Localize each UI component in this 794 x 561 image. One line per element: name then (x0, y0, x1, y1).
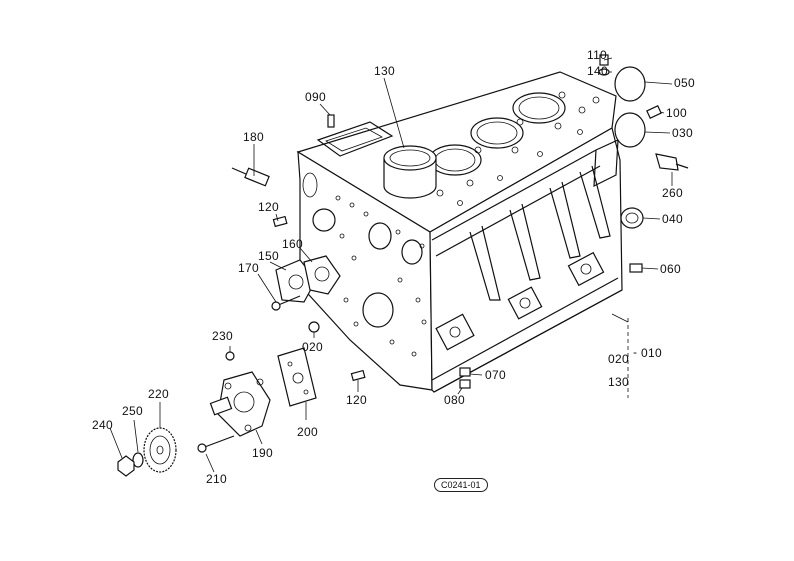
part-label-130-right: 130 (608, 375, 629, 389)
part-label-030: 030 (672, 126, 693, 140)
part-label-160: 160 (282, 237, 303, 251)
part-label-260: 260 (662, 186, 683, 200)
plug-030 (614, 112, 646, 148)
part-label-120-left: 120 (258, 200, 279, 214)
part-label-250: 250 (122, 404, 143, 418)
seal-040 (620, 207, 644, 229)
sensor-260 (655, 153, 689, 171)
part-label-240: 240 (92, 418, 113, 432)
cylinder-block (296, 71, 629, 398)
part-label-090: 090 (305, 90, 326, 104)
part-label-190: 190 (252, 446, 273, 460)
part-label-dash: - (633, 345, 638, 359)
part-label-180: 180 (243, 130, 264, 144)
stud-180 (231, 167, 270, 187)
part-label-200: 200 (297, 425, 318, 439)
part-label-120-bottom: 120 (346, 393, 367, 407)
part-label-100: 100 (666, 106, 687, 120)
gear-220 (143, 427, 177, 473)
leader-lines (109, 57, 673, 473)
part-label-080: 080 (444, 393, 465, 407)
gasket-200 (277, 347, 317, 407)
part-label-130-top: 130 (374, 64, 395, 78)
part-label-150: 150 (258, 249, 279, 263)
part-label-210: 210 (206, 472, 227, 486)
part-label-230: 230 (212, 329, 233, 343)
part-label-020-mid: 020 (302, 340, 323, 354)
part-label-050: 050 (674, 76, 695, 90)
oil-pump-190 (209, 371, 271, 437)
part-label-020-right: 020 (608, 352, 629, 366)
part-label-140: 140 (587, 64, 608, 78)
part-label-010: 010 (641, 346, 662, 360)
part-label-220: 220 (148, 387, 169, 401)
part-label-040: 040 (662, 212, 683, 226)
part-label-070: 070 (485, 368, 506, 382)
plug-050 (614, 66, 646, 102)
part-label-060: 060 (660, 262, 681, 276)
part-label-110: 110 (587, 48, 608, 62)
reference-code: C0241-01 (434, 478, 488, 492)
part-label-170: 170 (238, 261, 259, 275)
